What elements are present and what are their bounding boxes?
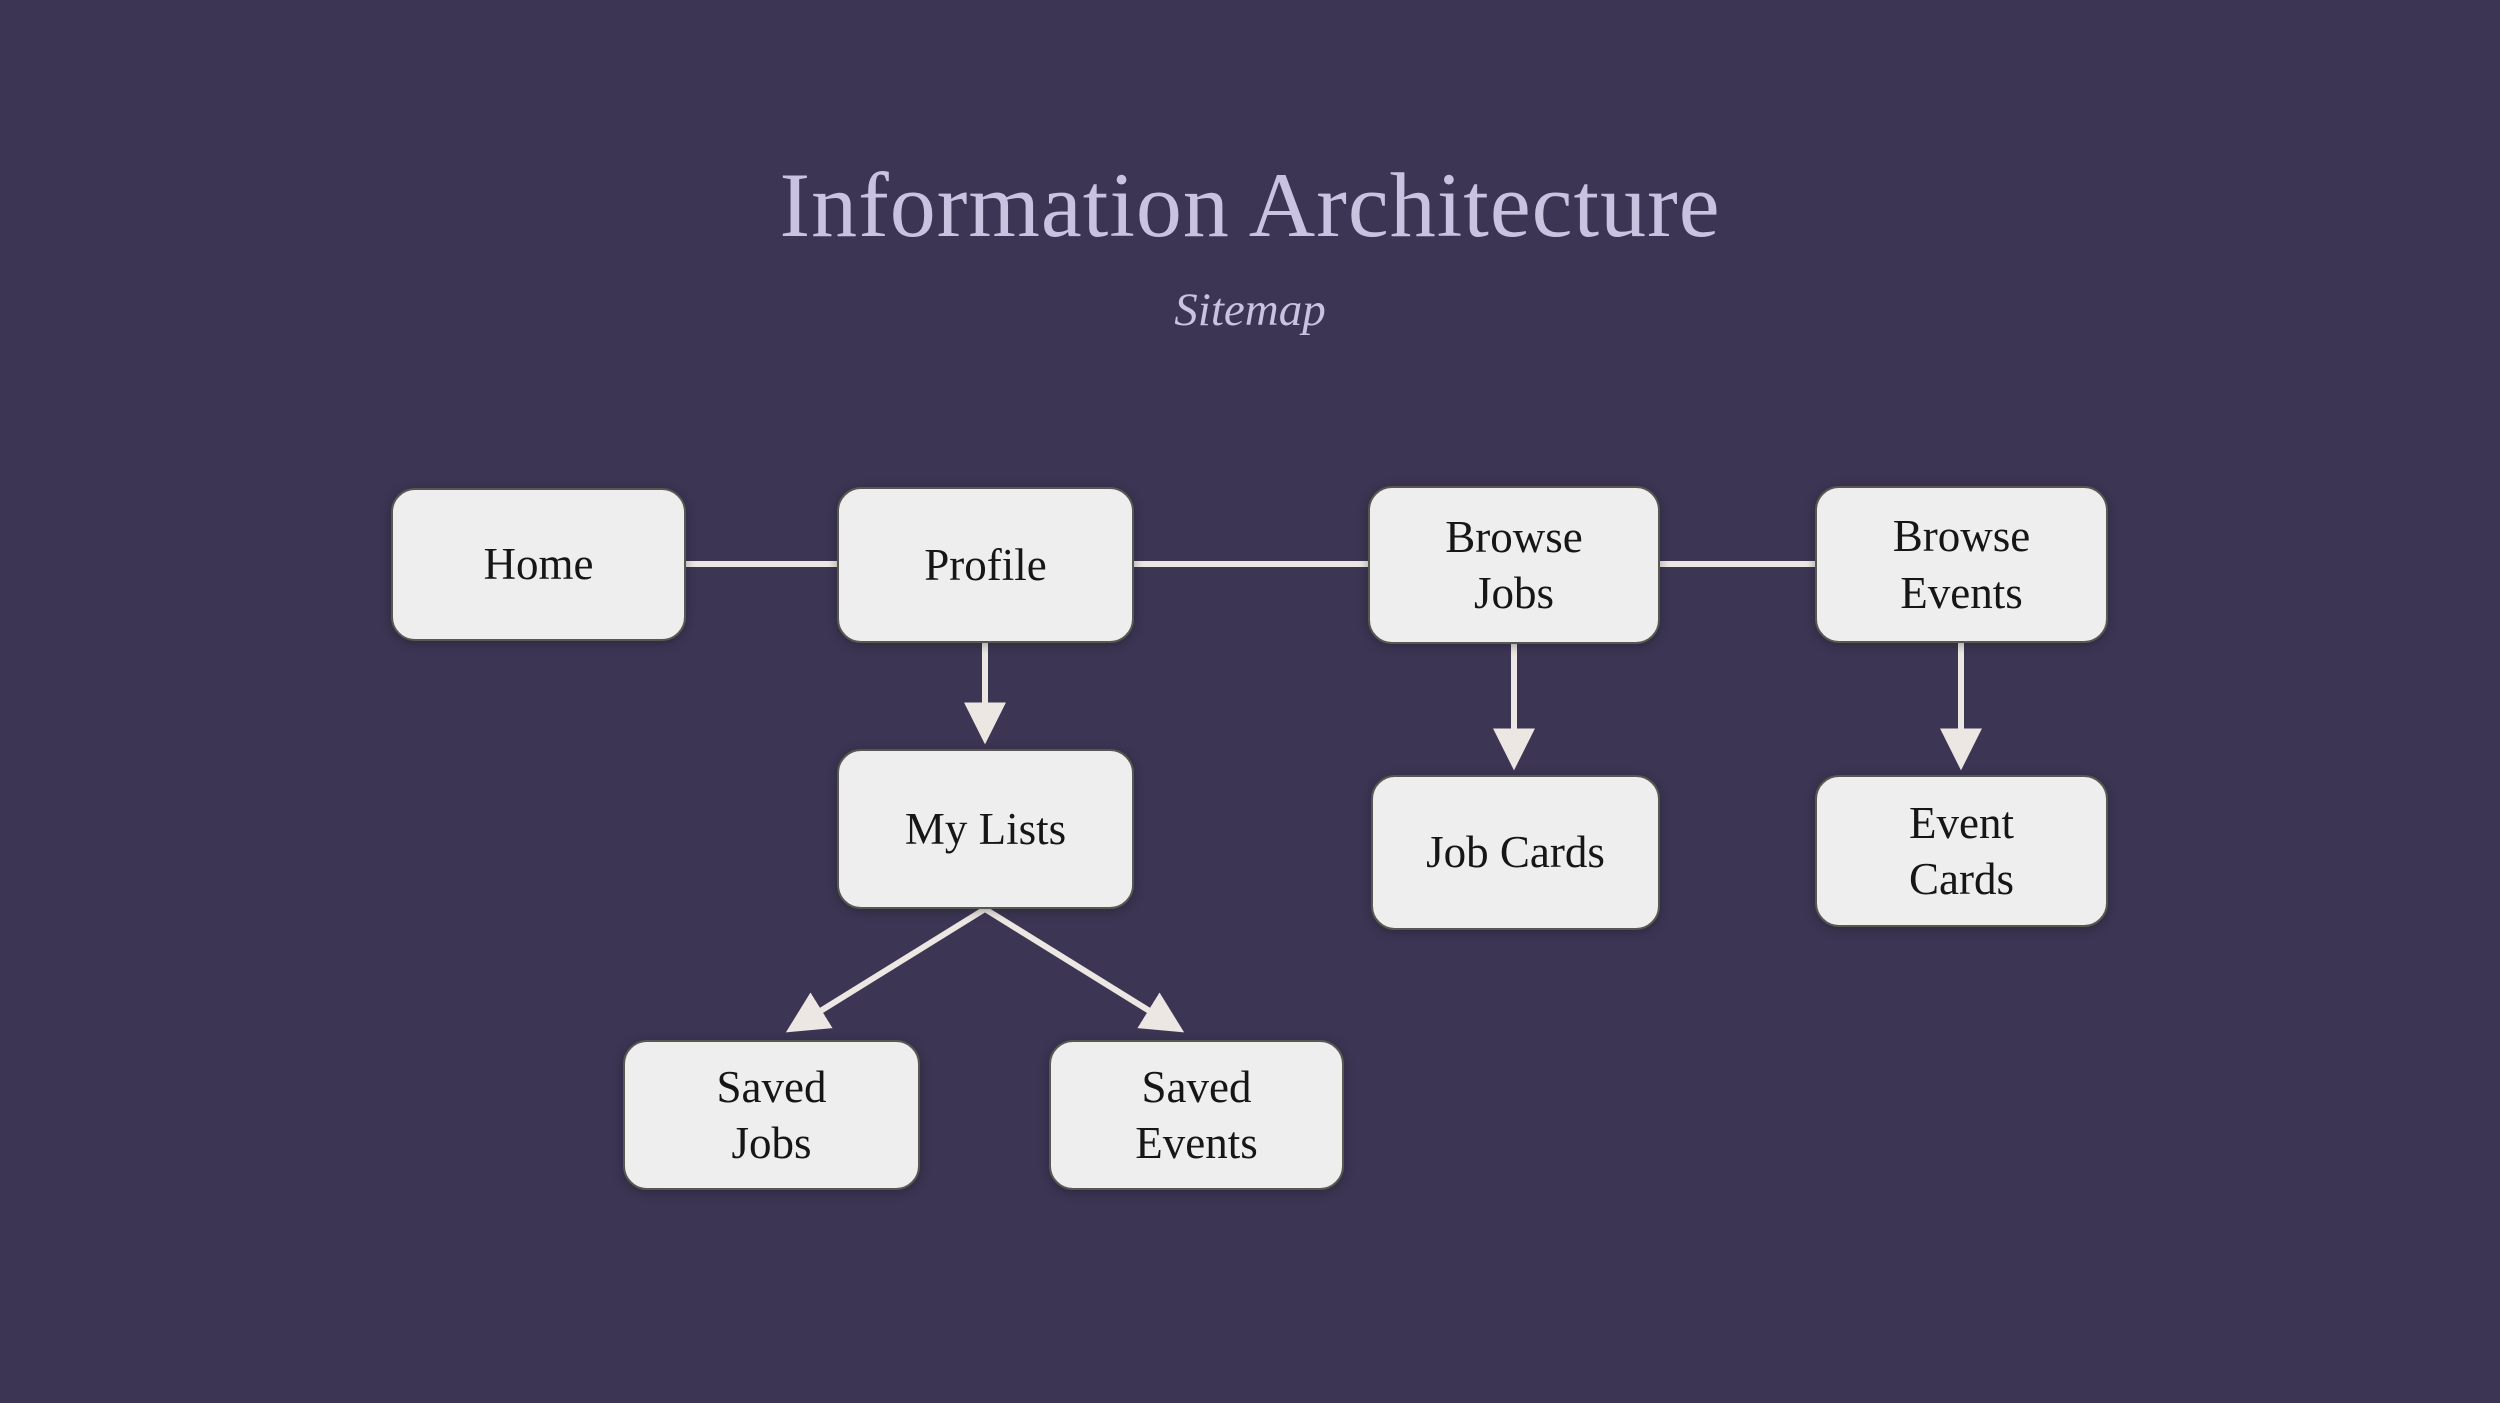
node-profile-label: Profile	[924, 539, 1047, 590]
node-browse-events: Browse Events	[1815, 486, 2108, 643]
edge-my-lists-saved-jobs	[785, 906, 987, 1033]
node-saved-events: Saved Events	[1049, 1040, 1344, 1190]
node-saved-jobs-label: Saved Jobs	[716, 1061, 827, 1168]
node-my-lists-label: My Lists	[904, 803, 1067, 854]
node-home-label: Home	[483, 539, 594, 590]
page-title: Information Architecture	[779, 154, 1721, 256]
node-browse-jobs-label: Browse Jobs	[1445, 511, 1583, 618]
node-browse-jobs: Browse Jobs	[1368, 486, 1660, 644]
node-saved-events-label: Saved Events	[1135, 1061, 1258, 1168]
node-job-cards-label: Job Cards	[1426, 827, 1605, 878]
node-my-lists: My Lists	[837, 749, 1134, 909]
node-home: Home	[391, 488, 686, 641]
node-browse-events-label: Browse Events	[1892, 511, 2031, 618]
node-profile: Profile	[837, 487, 1134, 643]
node-job-cards: Job Cards	[1371, 775, 1660, 930]
node-event-cards-label: Event Cards	[1909, 797, 2014, 904]
node-event-cards: Event Cards	[1815, 775, 2108, 927]
edge-my-lists-saved-events	[983, 906, 1185, 1033]
page-subtitle: Sitemap	[1174, 284, 1326, 336]
node-saved-jobs: Saved Jobs	[623, 1040, 920, 1190]
